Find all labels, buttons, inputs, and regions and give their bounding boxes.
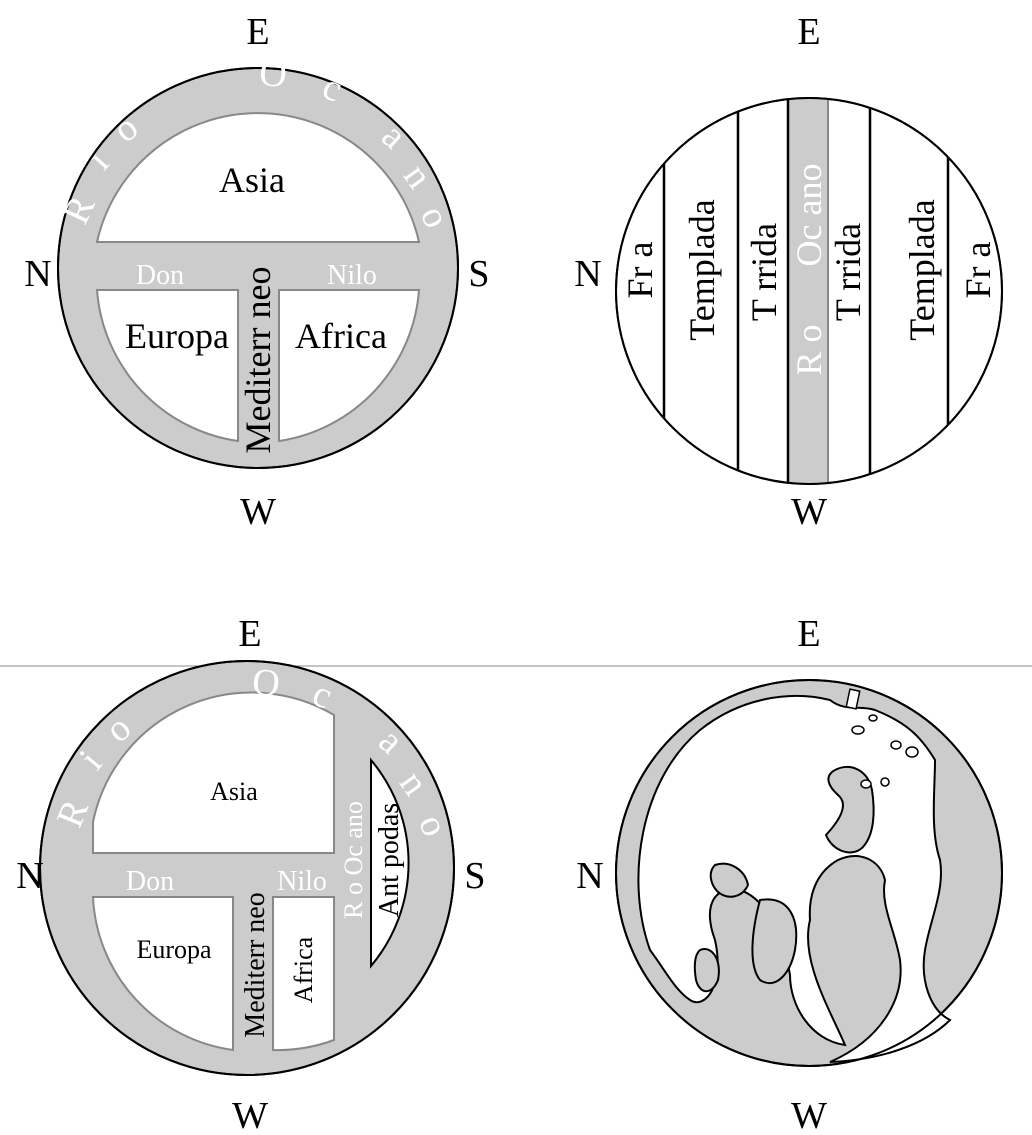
island <box>851 725 865 735</box>
river-don-label: Don <box>126 866 174 897</box>
compass-south: S <box>1030 253 1032 295</box>
ocean-letter: O <box>258 52 289 96</box>
inner-sea <box>751 898 798 985</box>
inner-sea <box>693 948 720 993</box>
diagram-2-climate-zones: E W N S Fr a Templada T rrida T rrida Te… <box>574 11 1032 533</box>
rio-oceano-band <box>788 98 828 484</box>
compass-west: W <box>791 1095 827 1135</box>
antipodas-label: Ant podas <box>374 803 405 917</box>
asia-label: Asia <box>219 160 285 200</box>
island <box>860 779 872 789</box>
compass-north: N <box>574 253 601 295</box>
diagram-1-t-o-map: E W N S R i o O c a n o Don Nilo Mediter… <box>24 11 489 533</box>
mediterraneo-label: Mediterr neo <box>240 892 271 1037</box>
compass-west: W <box>232 1095 268 1135</box>
ocean-letter: O <box>251 661 282 705</box>
island <box>905 746 919 758</box>
river-nilo-label: Nilo <box>277 866 327 897</box>
zone-label: Templada <box>682 199 722 340</box>
compass-north: N <box>16 855 43 897</box>
asia-region <box>95 112 421 243</box>
europa-region <box>95 289 239 443</box>
compass-north: N <box>576 855 603 897</box>
europa-region <box>91 896 234 1052</box>
compass-east: E <box>797 613 820 655</box>
river-don-label: Don <box>136 260 184 291</box>
europa-label: Europa <box>136 935 212 964</box>
oceano-label: Oc ano <box>789 164 829 267</box>
asia-region <box>92 691 335 854</box>
compass-south: S <box>1030 855 1032 897</box>
africa-region <box>272 896 335 1052</box>
compass-south: S <box>464 855 485 897</box>
inner-sea <box>709 862 750 898</box>
asia-label: Asia <box>210 777 258 806</box>
zone-label: T rrida <box>828 223 868 321</box>
compass-north: N <box>24 253 51 295</box>
africa-label: Africa <box>295 316 387 356</box>
island <box>890 740 902 750</box>
zone-label: T rrida <box>744 223 784 321</box>
zone-label: Fr a <box>958 241 998 298</box>
compass-east: E <box>246 11 269 53</box>
compass-east: E <box>238 613 261 655</box>
island <box>880 777 890 787</box>
compass-west: W <box>240 491 276 533</box>
europa-label: Europa <box>125 316 229 356</box>
island <box>868 714 878 722</box>
diagram-4-world-map: E W N S <box>576 613 1032 1135</box>
zone-label: Templada <box>902 199 942 340</box>
antipodas-region <box>370 757 410 969</box>
rio-oceano-label: R o Oc ano <box>339 801 368 919</box>
zone-label: Fr a <box>620 241 660 298</box>
compass-south: S <box>468 253 489 295</box>
africa-region <box>278 289 421 443</box>
rio-label: R o <box>789 324 829 375</box>
compass-west: W <box>791 491 827 533</box>
diagram-3-t-o-antipodas: E W N S R i o O c a n o Don Nilo Mediter… <box>16 613 485 1135</box>
river-nilo-label: Nilo <box>327 260 377 291</box>
mediterraneo-label: Mediterr neo <box>238 267 278 454</box>
africa-label: Africa <box>289 936 318 1003</box>
compass-east: E <box>797 11 820 53</box>
island <box>845 688 861 710</box>
